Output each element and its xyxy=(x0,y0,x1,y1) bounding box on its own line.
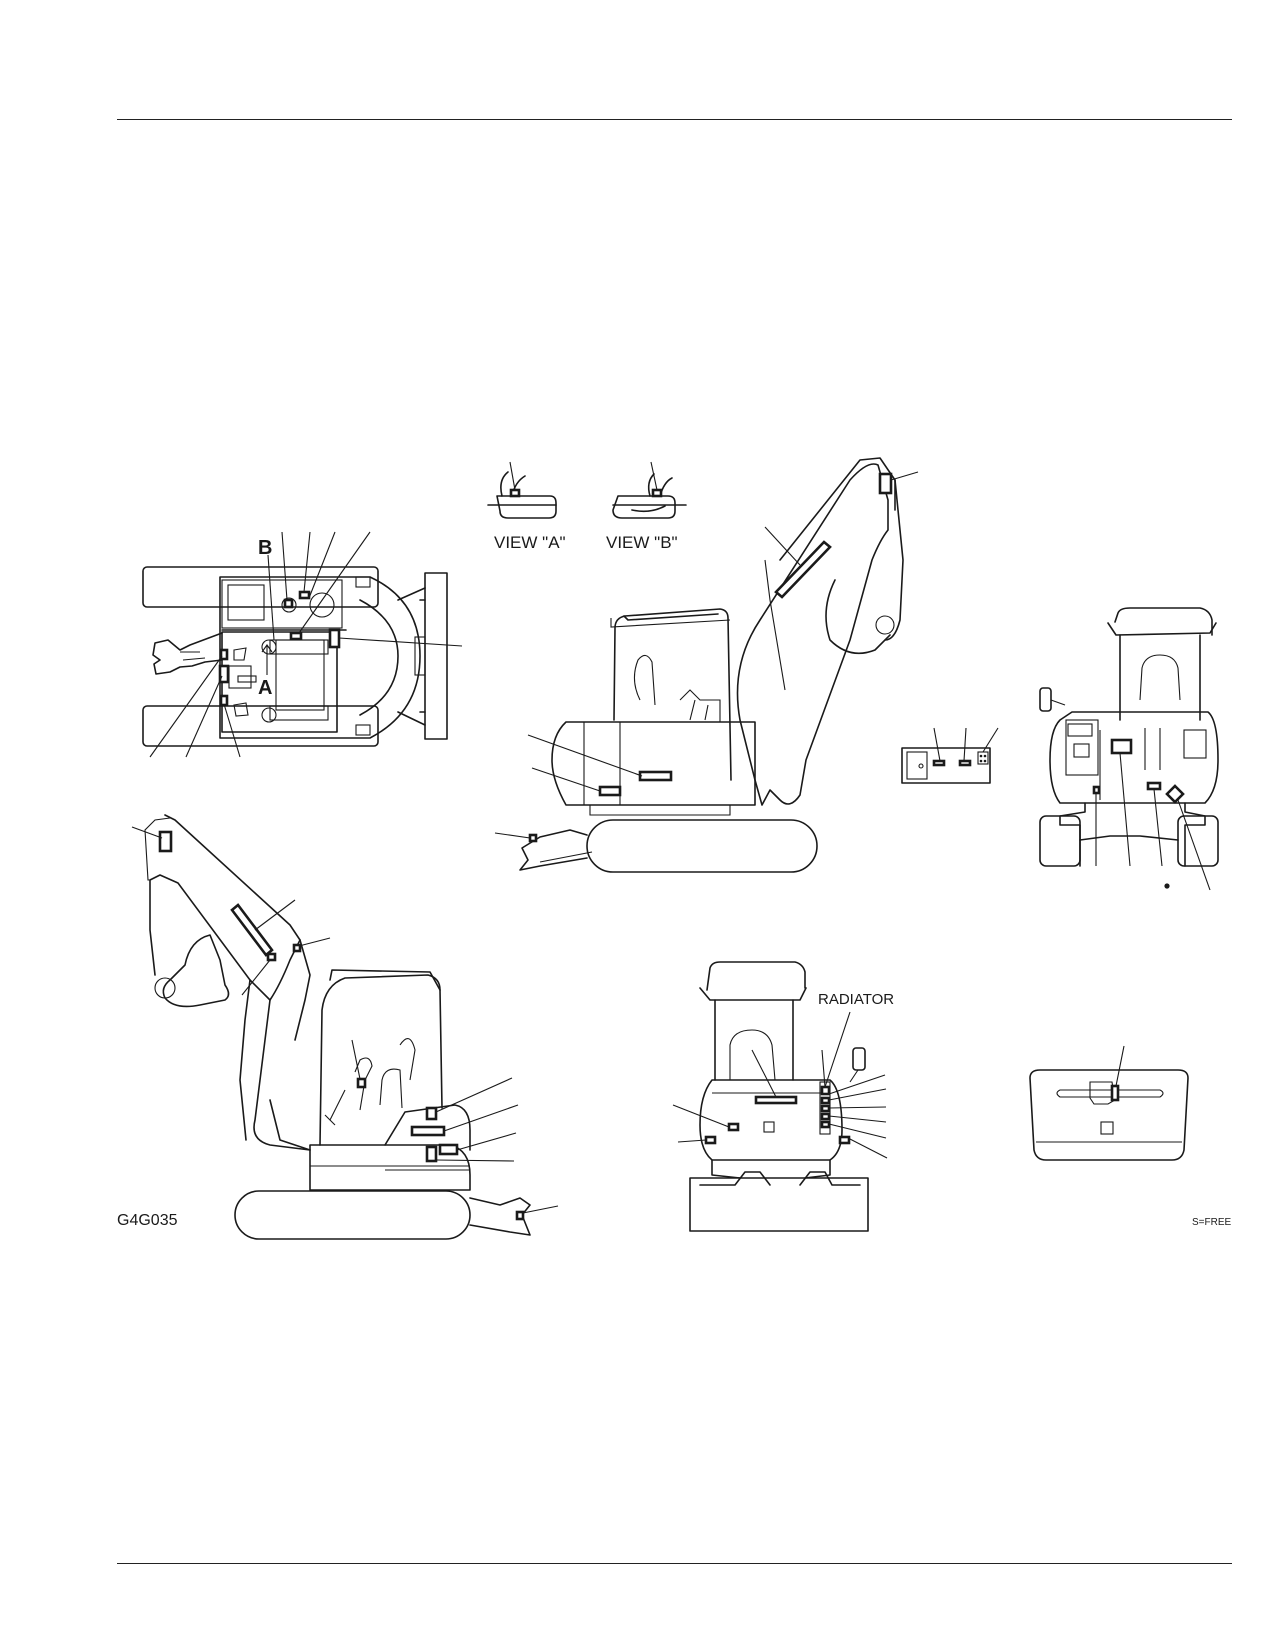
view-b-detail: VIEW "B" xyxy=(606,461,687,552)
right-side-view xyxy=(494,457,919,873)
footer-rule xyxy=(117,1563,1232,1564)
header-rule xyxy=(117,119,1232,120)
figure-code: G4G035 xyxy=(117,1212,178,1229)
rear-view xyxy=(1039,607,1219,891)
radiator-label: RADIATOR xyxy=(818,991,894,1008)
view-b-marker: B xyxy=(258,537,272,559)
scale-note: S=FREE xyxy=(1192,1217,1232,1228)
view-a-marker: A xyxy=(258,677,272,699)
top-view-plan: B A xyxy=(142,531,463,758)
front-view: RADIATOR xyxy=(672,961,894,1232)
view-a-label: VIEW "A" xyxy=(494,533,566,552)
left-side-view: G4G035 xyxy=(117,814,559,1240)
view-b-label: VIEW "B" xyxy=(606,533,678,552)
view-a-detail: VIEW "A" xyxy=(487,461,566,552)
rear-cover-detail: S=FREE xyxy=(1029,1045,1232,1228)
control-panel-detail xyxy=(901,727,999,784)
